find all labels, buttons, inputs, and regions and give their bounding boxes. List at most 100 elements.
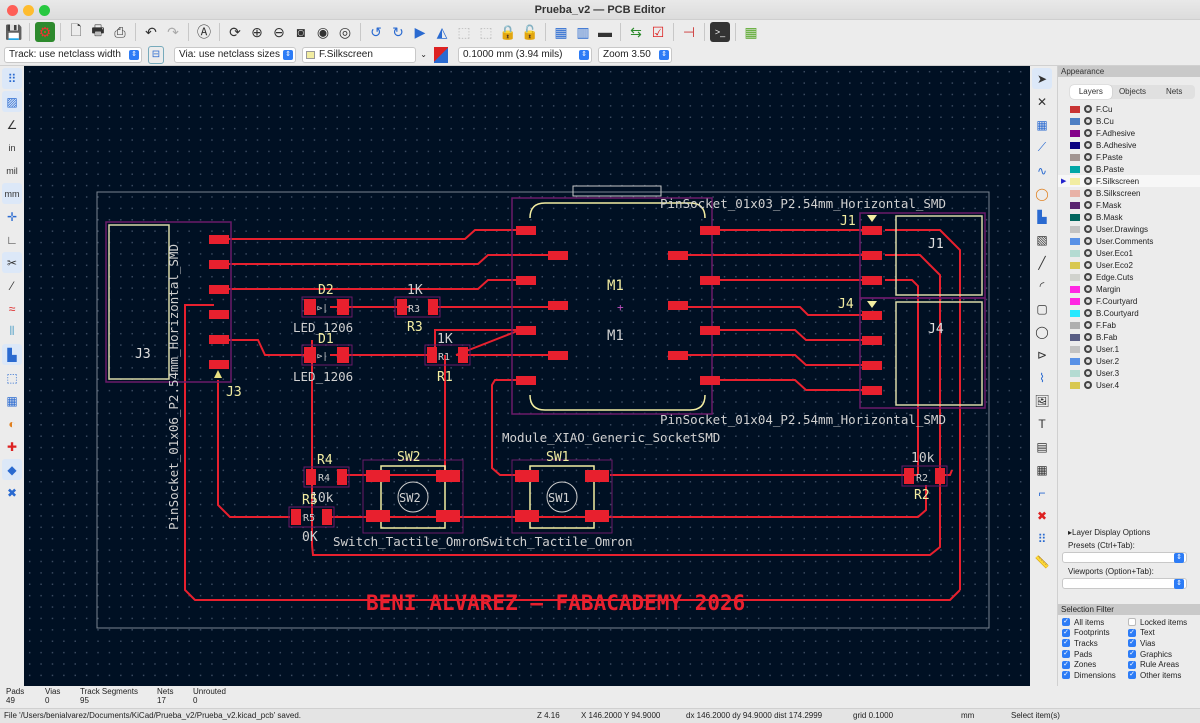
- filter-graphics[interactable]: ✓Graphics: [1128, 649, 1173, 659]
- group-icon[interactable]: ⬚: [457, 23, 471, 40]
- layer-row-f-courtyard[interactable]: F.Courtyard: [1058, 295, 1200, 307]
- footprint-R5[interactable]: R5 R5 0K: [288, 493, 335, 545]
- visibility-eye-icon[interactable]: [1084, 273, 1092, 281]
- tools-icon[interactable]: ✖: [6, 485, 18, 500]
- layer-row-user-4[interactable]: User.4: [1058, 379, 1200, 391]
- layer-color-swatch[interactable]: [1070, 345, 1080, 353]
- footprint-J3[interactable]: J3 J3 PinSocket_01x06_P2.54mm_Horizontal…: [105, 221, 242, 530]
- layer-pair-icon[interactable]: [434, 46, 448, 63]
- draw-arc-icon[interactable]: ◜: [1039, 278, 1045, 293]
- layer-color-swatch[interactable]: [1070, 369, 1080, 377]
- layer-color-swatch[interactable]: [1070, 285, 1080, 293]
- grid-select[interactable]: 0.1000 mm (3.94 mils)⇕: [458, 46, 592, 63]
- visibility-eye-icon[interactable]: [1084, 105, 1092, 113]
- polar-coords-icon[interactable]: ∠: [6, 117, 18, 132]
- layer-color-swatch[interactable]: [1070, 201, 1080, 209]
- footprint-browser-icon[interactable]: ▥: [576, 23, 590, 40]
- layer-row-f-cu[interactable]: F.Cu: [1058, 103, 1200, 115]
- layer-row-user-1[interactable]: User.1: [1058, 343, 1200, 355]
- visibility-eye-icon[interactable]: [1084, 333, 1092, 341]
- tune-length-icon[interactable]: ∿: [1036, 163, 1048, 178]
- layer-color-swatch[interactable]: [1070, 381, 1080, 389]
- footprint-D1[interactable]: ⊳| D1 LED_1206: [293, 332, 353, 384]
- layer-color-swatch[interactable]: [1070, 141, 1080, 149]
- filter-pads[interactable]: ✓Pads: [1062, 649, 1093, 659]
- draw-polygon-icon[interactable]: ⊳: [1036, 347, 1048, 362]
- plot-icon[interactable]: ⎙: [114, 23, 126, 40]
- visibility-eye-icon[interactable]: [1084, 153, 1092, 161]
- visibility-eye-icon[interactable]: [1084, 225, 1092, 233]
- zoom-out-icon[interactable]: ⊖: [273, 23, 285, 40]
- track-width-select[interactable]: Track: use netclass width⇕: [4, 46, 142, 63]
- add-via-icon[interactable]: ◯: [1035, 186, 1049, 201]
- draw-circle-icon[interactable]: ◯: [1035, 324, 1049, 339]
- via-display-icon[interactable]: ◐: [8, 416, 16, 431]
- layer-row-user-eco2[interactable]: User.Eco2: [1058, 259, 1200, 271]
- layer-row-f-silkscreen[interactable]: ▶F.Silkscreen: [1058, 175, 1200, 187]
- visibility-eye-icon[interactable]: [1084, 297, 1092, 305]
- units-mm-icon[interactable]: mm: [2, 183, 22, 204]
- layer-row-b-adhesive[interactable]: B.Adhesive: [1058, 139, 1200, 151]
- filter-rule-areas[interactable]: ✓Rule Areas: [1128, 660, 1180, 670]
- checkbox[interactable]: ✓: [1128, 628, 1136, 637]
- layer-color-swatch[interactable]: [1070, 117, 1080, 125]
- pad-display-icon[interactable]: ▦: [6, 393, 18, 408]
- checkbox[interactable]: ✓: [1062, 639, 1070, 648]
- checkbox[interactable]: ✓: [1062, 628, 1070, 637]
- 3d-viewer-icon[interactable]: ▬: [598, 24, 612, 40]
- close-window-button[interactable]: [7, 5, 18, 16]
- scripting-console-icon[interactable]: >_: [710, 22, 730, 42]
- layer-color-swatch[interactable]: [1070, 321, 1080, 329]
- visibility-eye-icon[interactable]: [1084, 237, 1092, 245]
- filter-vias[interactable]: ✓Vias: [1128, 638, 1156, 648]
- zone-fill-icon[interactable]: ▙: [2, 344, 22, 365]
- print-icon[interactable]: 🖶: [91, 22, 105, 38]
- layer-row-margin[interactable]: Margin: [1058, 283, 1200, 295]
- redo-icon[interactable]: ↷: [167, 23, 179, 40]
- layer-color-swatch[interactable]: [1070, 309, 1080, 317]
- tab-layers[interactable]: Layers: [1070, 85, 1112, 99]
- layer-color-swatch[interactable]: [1070, 225, 1080, 233]
- viewports-select[interactable]: ⇕: [1062, 578, 1187, 589]
- visibility-eye-icon[interactable]: [1084, 261, 1092, 269]
- checkbox[interactable]: ✓: [1062, 618, 1070, 627]
- undo-icon[interactable]: ↶: [145, 23, 157, 40]
- maximize-window-button[interactable]: [39, 5, 50, 16]
- track-display-icon[interactable]: ✚: [6, 439, 18, 454]
- visibility-eye-icon[interactable]: [1084, 345, 1092, 353]
- grid-origin-icon[interactable]: ⠿: [1037, 531, 1047, 546]
- filter-text[interactable]: ✓Text: [1128, 628, 1155, 638]
- visibility-eye-icon[interactable]: [1084, 201, 1092, 209]
- add-textbox-icon[interactable]: ▤: [1036, 439, 1048, 454]
- units-inch-icon[interactable]: in: [8, 142, 16, 153]
- footprint-D2[interactable]: ⊳| D2 LED_1206: [293, 283, 353, 335]
- curved-ratsnest-icon[interactable]: ⁄: [10, 278, 13, 293]
- layer-stack-icon[interactable]: ◆: [2, 459, 22, 480]
- layer-color-swatch[interactable]: [1070, 249, 1080, 257]
- status-units[interactable]: mm: [961, 711, 975, 720]
- visibility-eye-icon[interactable]: [1084, 117, 1092, 125]
- pcb-canvas[interactable]: J3 J3 PinSocket_01x06_P2.54mm_Horizontal…: [24, 66, 1030, 686]
- footprint-R1[interactable]: R1 1K R1: [424, 332, 471, 385]
- checkbox[interactable]: ✓: [1128, 639, 1136, 648]
- visibility-eye-icon[interactable]: [1084, 369, 1092, 377]
- board-setup-icon[interactable]: ⚙: [35, 22, 55, 42]
- filter-dimensions[interactable]: ✓Dimensions: [1062, 670, 1116, 680]
- zoom-objects-icon[interactable]: ◉: [316, 23, 330, 40]
- checkbox[interactable]: ✓: [1062, 650, 1070, 659]
- track[interactable]: [228, 229, 520, 240]
- layer-color-swatch[interactable]: [1070, 213, 1080, 221]
- visibility-eye-icon[interactable]: [1084, 189, 1092, 197]
- visibility-eye-icon[interactable]: [1084, 177, 1092, 185]
- visibility-eye-icon[interactable]: [1084, 129, 1092, 137]
- net-colors-icon[interactable]: ⫴: [9, 324, 15, 338]
- layer-color-swatch[interactable]: [1070, 129, 1080, 137]
- add-zone-icon[interactable]: ▙: [1037, 209, 1047, 224]
- draw-rectangle-icon[interactable]: ▢: [1036, 301, 1048, 316]
- select-arrow-icon[interactable]: ➤: [1032, 68, 1052, 89]
- footprint-R3[interactable]: R3 1K R3: [394, 283, 441, 335]
- layer-row-user-eco1[interactable]: User.Eco1: [1058, 247, 1200, 259]
- filter-footprints[interactable]: ✓Footprints: [1062, 628, 1110, 638]
- local-ratsnest-icon[interactable]: ✕: [1036, 94, 1048, 109]
- rotate-cw-icon[interactable]: ↻: [392, 23, 404, 40]
